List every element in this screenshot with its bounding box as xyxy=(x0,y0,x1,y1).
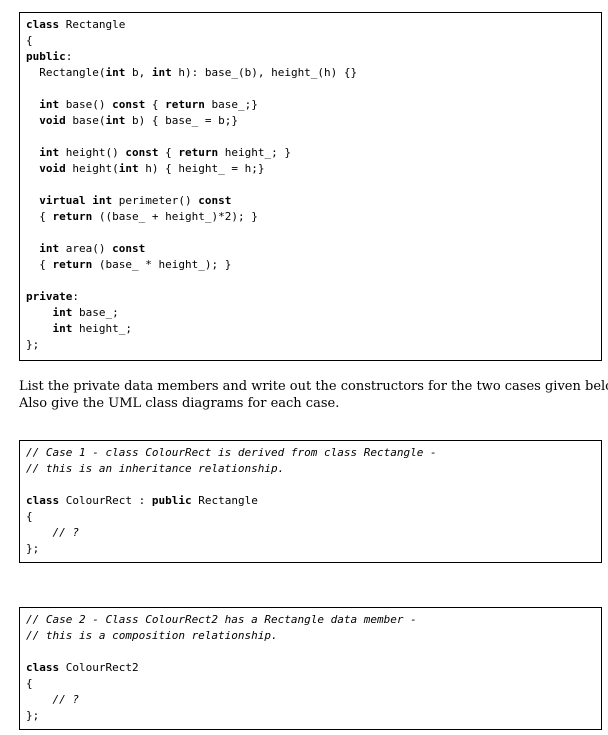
code-line: // this is an inheritance relationship. xyxy=(26,462,285,475)
code-line: public: xyxy=(26,50,73,63)
code-line: // Case 2 - Class ColourRect2 has a Rect… xyxy=(26,613,417,626)
code-line: // this is a composition relationship. xyxy=(26,629,278,642)
code-line: }; xyxy=(26,542,40,555)
code-line: void base(int b) { base_ = b;} xyxy=(39,114,238,127)
code-line: // Case 1 - class ColourRect is derived … xyxy=(26,446,437,459)
code-line: }; xyxy=(26,709,40,722)
code-line: // ? xyxy=(52,693,80,706)
instructions-line-1: List the private data members and write … xyxy=(19,379,608,394)
code-line: }; xyxy=(26,338,40,351)
code-line: { xyxy=(26,510,33,523)
code-line: private: xyxy=(26,290,79,303)
code-line: int base() const { return base_;} xyxy=(39,98,258,111)
code-line: int height() const { return height_; } xyxy=(39,146,291,159)
code-line: Rectangle(int b, int h): base_(b), heigh… xyxy=(26,66,358,79)
code-line: { return (base_ * height_); } xyxy=(26,258,232,271)
code-line: void height(int h) { height_ = h;} xyxy=(39,162,265,175)
instructions-line-2: Also give the UML class diagrams for eac… xyxy=(19,396,340,411)
case1-code-block: // Case 1 - class ColourRect is derived … xyxy=(19,440,602,563)
code-line: // ? xyxy=(52,526,80,539)
code-line: virtual int perimeter() const xyxy=(39,194,232,207)
code-line: int height_; xyxy=(52,322,132,335)
code-line: class Rectangle xyxy=(26,18,126,31)
code-line: class ColourRect : public Rectangle xyxy=(26,494,258,507)
instructions: List the private data members and write … xyxy=(19,378,608,412)
code-line: int base_; xyxy=(52,306,119,319)
rectangle-code-block: class Rectangle { public: Rectangle(int b,… xyxy=(19,12,602,361)
code-line: int area() const xyxy=(39,242,146,255)
code-line: class ColourRect2 xyxy=(26,661,139,674)
code-line: { return ((base_ + height_)*2); } xyxy=(26,210,258,223)
code-line: { xyxy=(26,677,33,690)
case2-code-block: // Case 2 - Class ColourRect2 has a Rect… xyxy=(19,607,602,730)
code-line: { xyxy=(26,34,33,47)
